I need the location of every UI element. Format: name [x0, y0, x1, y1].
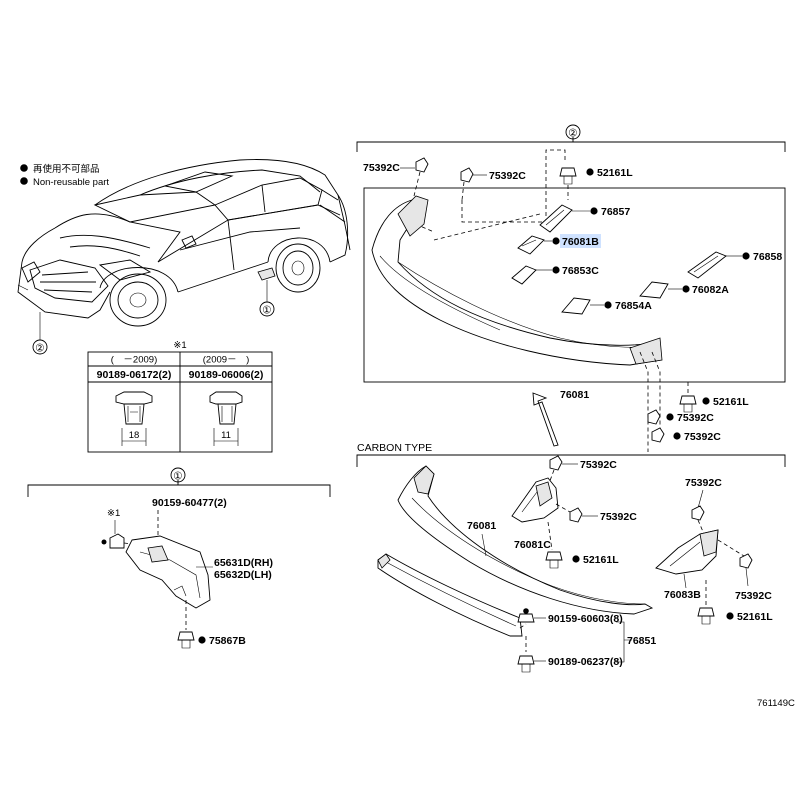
table-col2-header: (2009－ ): [203, 355, 249, 366]
bracket-part: [511, 477, 559, 523]
callout-2-circle: [32, 339, 48, 355]
label-75392c-b: 75392C: [489, 170, 526, 182]
bracket-part: [639, 281, 669, 299]
table-col1-dim: 18: [129, 430, 140, 441]
legend: 再使用不可部品 Non-reusable part: [20, 163, 109, 188]
group-1-callout-circle: [170, 467, 186, 483]
clip-icon: [549, 455, 563, 471]
label-carbon-76083b: 76083B: [664, 589, 701, 601]
clip-icon: [115, 391, 153, 425]
legend-en-text: Non-reusable part: [33, 177, 109, 188]
bolt-icon: [517, 655, 535, 673]
bumper-lip-part: [371, 195, 663, 366]
clip-icon: [209, 391, 243, 425]
diagram-code: 761149C: [757, 698, 795, 709]
clip-icon: [569, 507, 583, 523]
label-52161l-r: 52161L: [713, 396, 749, 408]
group-1: ① 90159-60477(2) ※1 65631D(RH) 65632D(LH…: [27, 467, 331, 649]
clip-icon: [415, 157, 429, 173]
label-75867b: 75867B: [209, 635, 246, 647]
bolt-icon: [559, 167, 577, 185]
label-carbon-75392c-r: 75392C: [685, 477, 722, 489]
label-75392c-a: 75392C: [363, 162, 400, 174]
label-carbon-52161l-r: 52161L: [737, 611, 773, 623]
label-52161l-top: 52161L: [597, 167, 633, 179]
label-76081b[interactable]: 76081B: [562, 236, 599, 248]
legend-jp-text: 再使用不可部品: [33, 163, 100, 175]
clip-icon: [647, 409, 661, 425]
highlight-76081b: [560, 234, 601, 248]
bracket-part: [655, 529, 719, 575]
label-carbon-52161l-mid: 52161L: [583, 554, 619, 566]
bracket-part: [517, 235, 545, 255]
clip-icon: [517, 608, 535, 623]
table-col2-part: 90189-06006(2): [189, 369, 264, 381]
label-76082a: 76082A: [692, 284, 729, 296]
clip-icon: [691, 505, 705, 521]
label-76081: 76081: [560, 389, 589, 401]
label-76857: 76857: [601, 206, 630, 218]
carbon-type-group: CARBON TYPE 75392C 76081 75392C 76081C: [356, 442, 786, 673]
carbon-type-title: CARBON TYPE: [357, 442, 432, 454]
label-carbon-76851: 76851: [627, 635, 656, 647]
clip-icon: [177, 631, 195, 649]
group-2-callout-label: ②: [568, 128, 577, 140]
label-76858: 76858: [753, 251, 782, 263]
label-carbon-75392c-top: 75392C: [580, 459, 617, 471]
label-65631d: 65631D(RH): [214, 557, 273, 569]
callout-1-label: ①: [262, 305, 271, 317]
table-col2-dim: 11: [221, 430, 231, 441]
bracket-part: [561, 297, 591, 315]
group-1-callout-label: ①: [173, 471, 182, 483]
legend-dot-icon: [20, 164, 28, 172]
callout-1-circle: [259, 301, 275, 317]
label-carbon-75392c-mid: 75392C: [600, 511, 637, 523]
label-65632d: 65632D(LH): [214, 569, 272, 581]
group-2: ② 75392C 75392C 52161L: [356, 124, 786, 452]
legend-dot-icon: [20, 177, 28, 185]
label-carbon-76081: 76081: [467, 520, 496, 532]
clip-table: ※1 ( －2009) (2009－ ) 90189-06172(2) 9018…: [87, 340, 273, 453]
clip-icon: [460, 167, 474, 183]
clip-icon: [739, 553, 753, 569]
label-75392c-r2: 75392C: [684, 431, 721, 443]
table-col1-part: 90189-06172(2): [97, 369, 172, 381]
note-mark-1: ※1: [107, 508, 120, 519]
callout-2-label: ②: [35, 343, 44, 355]
clip-icon: [101, 533, 141, 549]
label-75392c-r1: 75392C: [677, 412, 714, 424]
bolt-icon: [697, 607, 715, 625]
group-2-callout-circle: [565, 124, 581, 140]
carbon-lip-part: [397, 465, 654, 615]
bracket-part: [511, 265, 537, 285]
label-carbon-90189-06237: 90189-06237(8): [548, 656, 623, 668]
bolt-icon: [545, 551, 563, 569]
label-carbon-76081c: 76081C: [514, 539, 551, 551]
label-76854a: 76854A: [615, 300, 652, 312]
car-illustration: [17, 159, 351, 327]
label-90159-60477: 90159-60477(2): [152, 497, 227, 509]
bracket-part: [687, 251, 727, 279]
note-mark: ※1: [173, 340, 186, 351]
label-76853c: 76853C: [562, 265, 599, 277]
label-carbon-90159-60603: 90159-60603(8): [548, 613, 623, 625]
table-col1-header: ( －2009): [111, 355, 157, 366]
direction-arrow: [532, 392, 559, 447]
bolt-icon: [679, 395, 697, 413]
clip-icon: [651, 427, 665, 443]
carbon-splitter-part: [377, 553, 523, 637]
bracket-part: [125, 535, 211, 609]
bracket-part: [539, 204, 573, 233]
label-carbon-75392c-r2: 75392C: [735, 590, 772, 602]
